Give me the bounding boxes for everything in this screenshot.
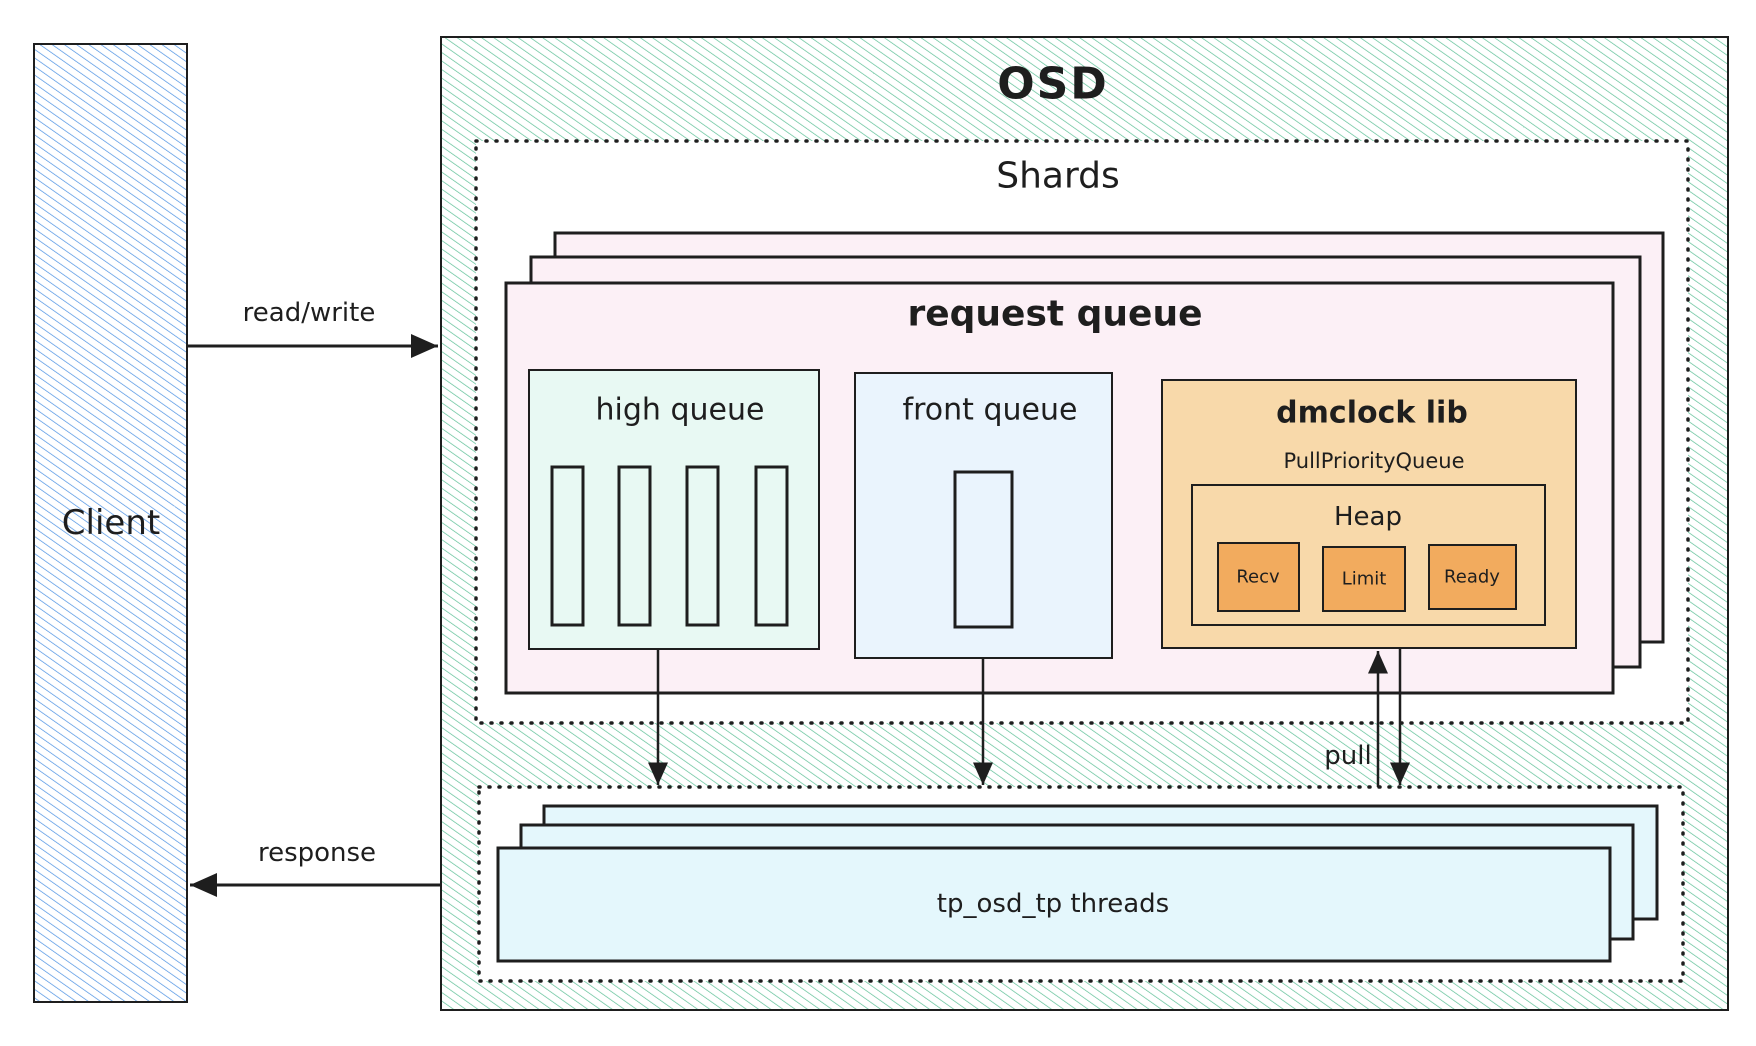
threads-label: tp_osd_tp threads [936,889,1170,919]
dmclock-lib-box[interactable] [1161,379,1577,649]
front-queue-label: front queue [902,392,1078,428]
threads-stack [496,804,1659,963]
heap-label: Heap [1334,502,1402,532]
high-queue-slot [754,465,789,627]
high-queue-slot [685,465,720,627]
heap-item-ready[interactable] [1428,544,1517,610]
pull-priority-queue-label: PullPriorityQueue [1283,449,1465,473]
client-label: Client [61,503,161,543]
threads-box[interactable] [496,846,1612,963]
heap-item-limit-label: Limit [1341,568,1387,590]
dmclock-lib-label: dmclock lib [1276,395,1468,431]
response-label: response [257,838,377,868]
osd-label: OSD [997,58,1109,110]
read-write-label: read/write [242,298,376,328]
client-node[interactable] [33,43,188,1003]
request-queue-label: request queue [907,293,1203,335]
high-queue-slot [550,465,585,627]
pull-label: pull [1324,741,1372,771]
front-queue-slot [953,470,1014,629]
shards-label: Shards [996,155,1120,197]
heap-box[interactable] [1191,484,1546,626]
heap-item-recv[interactable] [1217,542,1300,612]
heap-item-limit[interactable] [1322,546,1406,612]
high-queue-label: high queue [595,392,765,428]
high-queue-slot [617,465,652,627]
high-queue-box[interactable] [528,369,820,650]
heap-item-recv-label: Recv [1236,566,1280,588]
heap-item-ready-label: Ready [1444,566,1500,588]
